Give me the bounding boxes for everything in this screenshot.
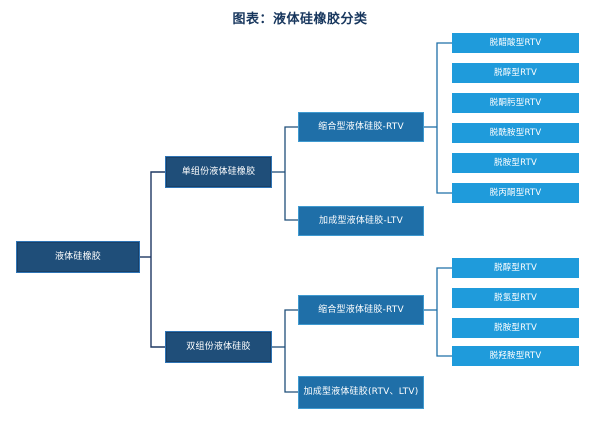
leaf-label: 脱醇型RTV: [494, 262, 537, 273]
leaf-node[interactable]: 脱羟胺型RTV: [452, 346, 579, 366]
node-branch-single-component-label: 单组份液体硅橡胶: [181, 166, 256, 177]
leaf-label: 脱氢型RTV: [494, 292, 537, 303]
leaf-node[interactable]: 脱醋酸型RTV: [452, 33, 579, 53]
page-title: 图表：液体硅橡胶分类: [232, 12, 368, 27]
node-single-addition-ltv[interactable]: 加成型液体硅胶-LTV: [298, 206, 424, 236]
node-single-addition-ltv-label: 加成型液体硅胶-LTV: [319, 215, 403, 226]
node-branch-single-component[interactable]: 单组份液体硅橡胶: [165, 156, 272, 188]
leaf-node[interactable]: 脱胺型RTV: [452, 153, 579, 173]
leaf-label: 脱胺型RTV: [494, 322, 537, 333]
leaf-label: 脱酮肟型RTV: [489, 97, 542, 108]
node-two-addition-rtv-ltv-label: 加成型液体硅胶(RTV、LTV): [303, 387, 419, 397]
leaf-node[interactable]: 脱酰胺型RTV: [452, 123, 579, 143]
node-root[interactable]: 液体硅橡胶: [16, 241, 140, 273]
leaf-label: 脱丙酮型RTV: [489, 187, 542, 198]
node-two-condensation-rtv-label: 缩合型液体硅胶-RTV: [318, 304, 404, 315]
node-branch-two-component-label: 双组份液体硅胶: [186, 341, 251, 352]
node-single-condensation-rtv[interactable]: 缩合型液体硅胶-RTV: [298, 112, 424, 142]
leaf-label: 脱醇型RTV: [494, 67, 537, 78]
node-single-condensation-rtv-label: 缩合型液体硅胶-RTV: [318, 121, 404, 132]
leaf-node[interactable]: 脱胺型RTV: [452, 318, 579, 338]
leaf-label: 脱酰胺型RTV: [489, 127, 542, 138]
leaf-node[interactable]: 脱酮肟型RTV: [452, 93, 579, 113]
leaf-node[interactable]: 脱醇型RTV: [452, 258, 579, 278]
leaf-node[interactable]: 脱氢型RTV: [452, 288, 579, 308]
node-root-label: 液体硅橡胶: [54, 251, 101, 262]
leaf-label: 脱胺型RTV: [494, 157, 537, 168]
leaf-node[interactable]: 脱丙酮型RTV: [452, 183, 579, 203]
node-two-condensation-rtv[interactable]: 缩合型液体硅胶-RTV: [298, 295, 424, 325]
node-branch-two-component[interactable]: 双组份液体硅胶: [165, 331, 272, 363]
leaf-label: 脱羟胺型RTV: [489, 350, 542, 361]
leaf-node[interactable]: 脱醇型RTV: [452, 63, 579, 83]
node-two-addition-rtv-ltv[interactable]: 加成型液体硅胶(RTV、LTV): [298, 376, 424, 409]
leaf-label: 脱醋酸型RTV: [489, 37, 542, 48]
